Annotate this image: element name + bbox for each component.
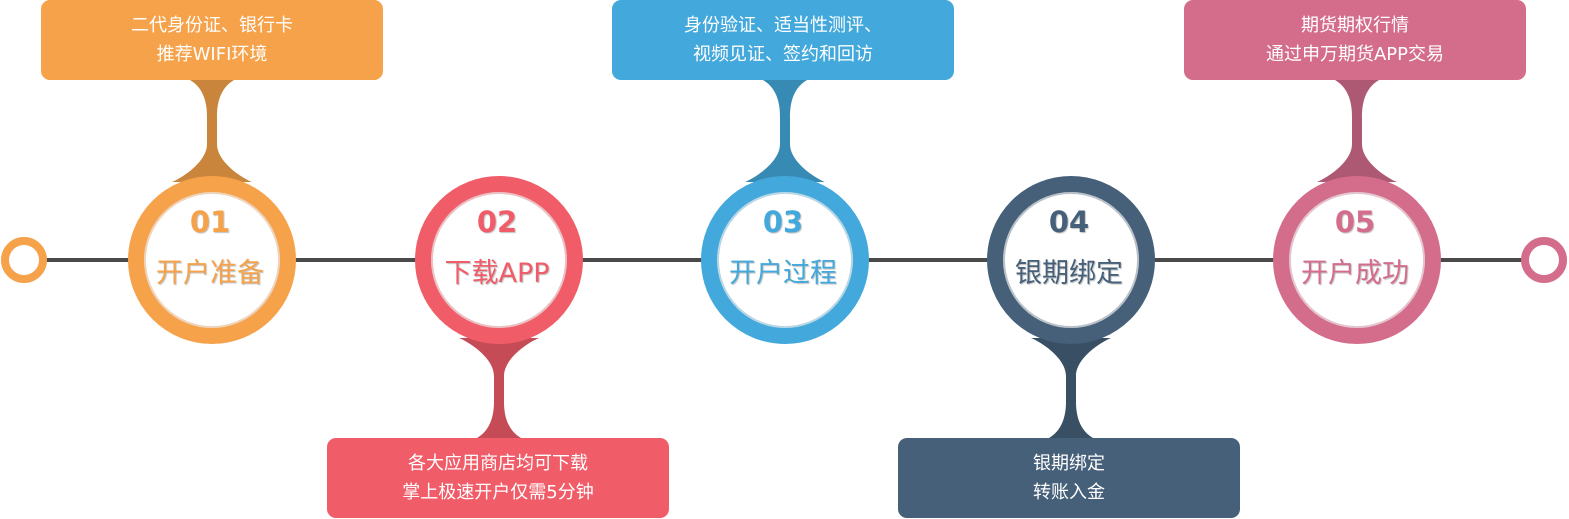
- step-01-line-1: 二代身份证、银行卡: [131, 15, 293, 36]
- step-02-line-2: 掌上极速开户仅需5分钟: [402, 482, 594, 503]
- step-02-inner-ring: [431, 192, 567, 328]
- timeline-start-dot: [1, 237, 47, 283]
- step-01-number: 01: [189, 205, 231, 239]
- step-04-inner-ring: [1003, 192, 1139, 328]
- step-01-circle: [128, 176, 296, 344]
- step-04-line-2: 转账入金: [1033, 482, 1105, 503]
- step-03-connector: [745, 80, 825, 182]
- step-04-number: 04: [1048, 205, 1090, 239]
- step-02-connector: [459, 338, 539, 438]
- step-03-circle: [701, 176, 869, 344]
- step-04-circle: [987, 176, 1155, 344]
- step-05-line-1: 期货期权行情: [1301, 15, 1409, 36]
- step-03-description: 身份验证、适当性测评、 视频见证、签约和回访: [612, 0, 954, 80]
- step-02-number: 02: [476, 205, 518, 239]
- step-01-title: 开户准备: [156, 258, 264, 289]
- step-02-title: 下载APP: [444, 258, 550, 289]
- step-04-line-1: 银期绑定: [1033, 453, 1105, 474]
- step-02-description: 各大应用商店均可下载 掌上极速开户仅需5分钟: [327, 438, 669, 518]
- step-05-connector: [1317, 80, 1397, 182]
- step-03-title: 开户过程: [729, 258, 837, 289]
- step-01-inner-ring: [144, 192, 280, 328]
- step-01-line-2: 推荐WIFI环境: [156, 44, 268, 65]
- step-04-description: 银期绑定 转账入金: [898, 438, 1240, 518]
- step-05-number: 05: [1334, 205, 1376, 239]
- step-05-description: 期货期权行情 通过申万期货APP交易: [1184, 0, 1526, 80]
- step-05-circle: [1273, 176, 1441, 344]
- step-03-line-2: 视频见证、签约和回访: [693, 44, 873, 65]
- step-02-circle: [415, 176, 583, 344]
- step-05-inner-ring: [1289, 192, 1425, 328]
- step-03-line-1: 身份验证、适当性测评、: [684, 15, 882, 36]
- step-01-description: 二代身份证、银行卡 推荐WIFI环境: [41, 0, 383, 80]
- step-04-connector: [1031, 338, 1111, 438]
- step-04-title: 银期绑定: [1015, 258, 1123, 289]
- step-01-connector: [172, 80, 252, 182]
- step-02-line-1: 各大应用商店均可下载: [408, 453, 588, 474]
- timeline-end-dot: [1521, 237, 1567, 283]
- step-05-line-2: 通过申万期货APP交易: [1265, 44, 1445, 65]
- step-03-inner-ring: [717, 192, 853, 328]
- step-03-number: 03: [762, 205, 804, 239]
- step-05-title: 开户成功: [1301, 258, 1409, 289]
